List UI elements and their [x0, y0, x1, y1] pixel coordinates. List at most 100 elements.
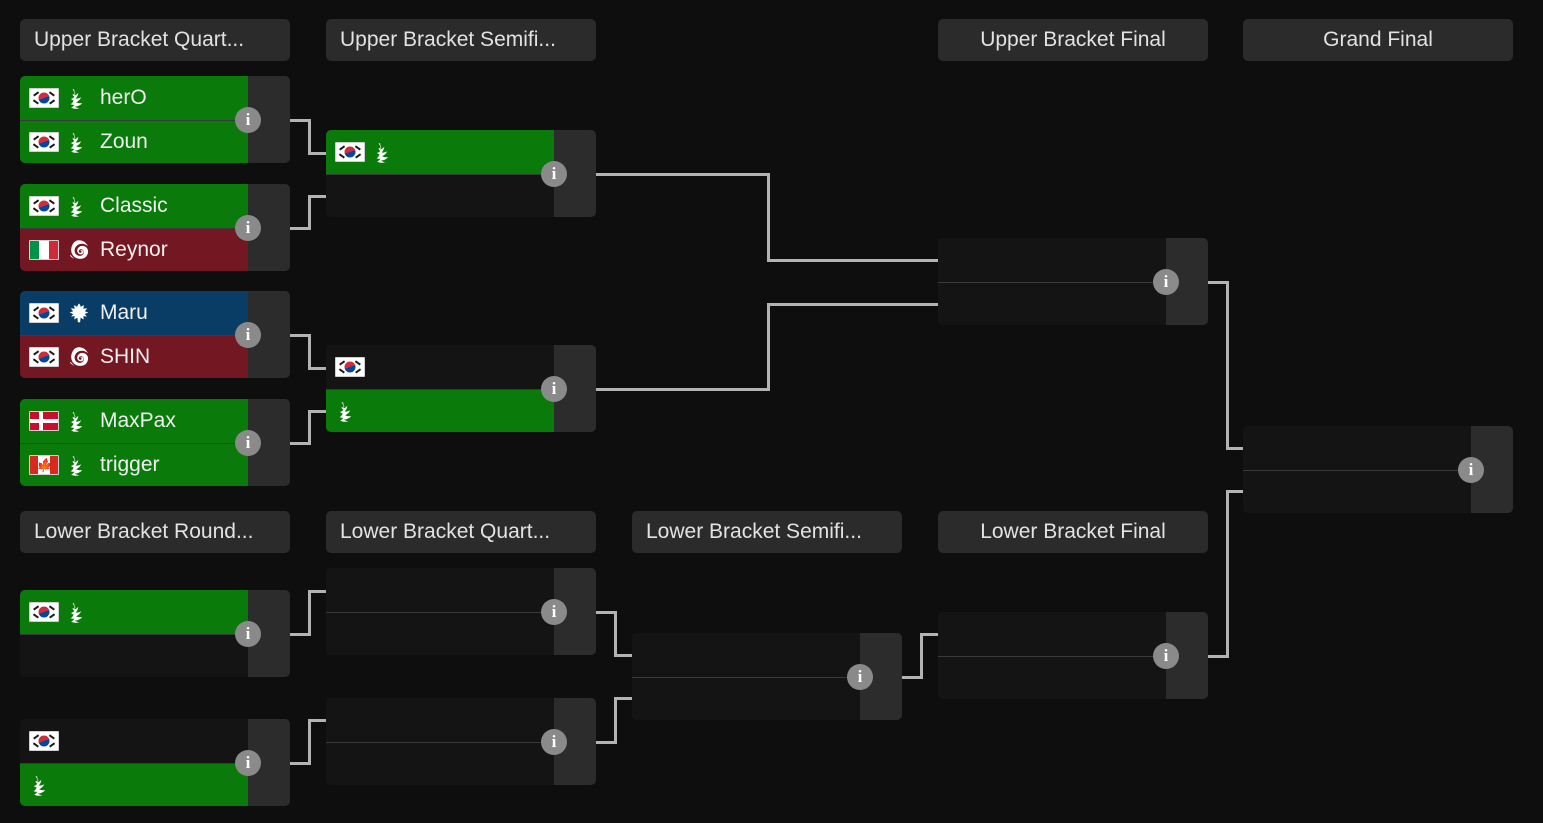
opponent-list: herO Zoun [20, 76, 248, 163]
flag-kr [29, 730, 59, 751]
opponent-row[interactable]: MaxPax [20, 399, 248, 443]
match-info-icon[interactable]: i [235, 429, 261, 456]
race-icon-zerg [66, 344, 92, 370]
connector-line [614, 654, 632, 657]
match-info-icon[interactable]: i [541, 598, 567, 625]
opponent-row[interactable] [1243, 426, 1471, 470]
opponent-row[interactable] [326, 698, 554, 742]
match-card-gf[interactable]: i [1243, 426, 1513, 513]
match-body [1243, 426, 1513, 513]
match-info-icon[interactable]: i [235, 321, 261, 348]
race-icon-terran [66, 300, 92, 326]
opponent-row[interactable] [938, 281, 1166, 325]
opponent-row[interactable]: Maru [20, 291, 248, 335]
match-body [632, 633, 902, 720]
match-info-icon[interactable]: i [235, 214, 261, 241]
opponent-name: Zoun [100, 129, 148, 153]
opponent-row[interactable] [326, 130, 554, 174]
race-icon-protoss [335, 398, 361, 424]
match-card-lbqf2[interactable]: i [326, 698, 596, 785]
match-info-icon[interactable]: i [1153, 642, 1179, 669]
flag-ca: 🍁 [29, 454, 59, 475]
flag-dk [29, 410, 59, 431]
round-header-lb-semifinal: Lower Bracket Semifi... [632, 511, 902, 553]
opponent-list [326, 698, 554, 785]
match-card-lbsf[interactable]: i [632, 633, 902, 720]
match-info-icon[interactable]: i [1458, 456, 1484, 483]
opponent-row[interactable] [326, 568, 554, 612]
match-card-lbr1[interactable]: i [20, 590, 290, 677]
opponent-list [938, 612, 1166, 699]
opponent-list [20, 719, 248, 806]
opponent-row[interactable]: Reynor [20, 227, 248, 271]
opponent-row[interactable]: Zoun [20, 119, 248, 163]
opponent-row[interactable] [20, 719, 248, 763]
connector-line [596, 611, 617, 614]
match-info-icon[interactable]: i [541, 160, 567, 187]
flag-kr [335, 141, 365, 162]
opponent-row[interactable] [326, 345, 554, 389]
connector-line [308, 590, 326, 593]
opponent-row[interactable] [326, 173, 554, 217]
opponent-row[interactable] [20, 590, 248, 634]
opponent-row[interactable] [1243, 469, 1471, 513]
connector-line [596, 388, 770, 391]
flag-kr [29, 601, 59, 622]
match-card-ubsf1[interactable]: i [326, 130, 596, 217]
connector-line [596, 741, 617, 744]
race-icon-protoss [372, 139, 398, 165]
connector-line [308, 410, 326, 413]
flag-kr [29, 131, 59, 152]
opponent-row[interactable]: SHIN [20, 334, 248, 378]
opponent-row[interactable] [20, 762, 248, 806]
opponent-row[interactable] [326, 388, 554, 432]
connector-line [902, 676, 923, 679]
match-info-icon[interactable]: i [541, 375, 567, 402]
race-icon-zerg [66, 237, 92, 263]
match-info-icon[interactable]: i [235, 620, 261, 647]
opponent-name: MaxPax [100, 408, 176, 432]
opponent-name: Maru [100, 300, 148, 324]
opponent-row[interactable] [938, 238, 1166, 282]
match-card-ubsf2[interactable]: i [326, 345, 596, 432]
match-card-ubqf1[interactable]: herO Zoun i [20, 76, 290, 163]
opponent-row[interactable] [632, 633, 860, 677]
connector-line [1226, 447, 1243, 450]
connector-line [290, 119, 311, 122]
flag-kr [335, 356, 365, 377]
opponent-row[interactable]: Classic [20, 184, 248, 228]
match-info-icon[interactable]: i [235, 106, 261, 133]
match-card-lbqf1[interactable]: i [326, 568, 596, 655]
match-info-icon[interactable]: i [847, 663, 873, 690]
connector-line [308, 590, 311, 636]
opponent-row[interactable] [326, 741, 554, 785]
match-card-ubf[interactable]: i [938, 238, 1208, 325]
opponent-list [20, 590, 248, 677]
opponent-row[interactable]: 🍁trigger [20, 442, 248, 486]
opponent-row[interactable] [20, 633, 248, 677]
match-card-lbr2[interactable]: i [20, 719, 290, 806]
race-icon-protoss [66, 599, 92, 625]
opponent-row[interactable] [326, 611, 554, 655]
match-card-lbf[interactable]: i [938, 612, 1208, 699]
race-icon-protoss [66, 408, 92, 434]
opponent-list [1243, 426, 1471, 513]
race-icon-protoss [66, 129, 92, 155]
match-info-icon[interactable]: i [541, 728, 567, 755]
match-info-icon[interactable]: i [235, 749, 261, 776]
opponent-row[interactable] [938, 612, 1166, 656]
connector-line [920, 633, 923, 679]
round-header-ub-final: Upper Bracket Final [938, 19, 1208, 61]
opponent-row[interactable]: herO [20, 76, 248, 120]
match-info-icon[interactable]: i [1153, 268, 1179, 295]
opponent-row[interactable] [632, 676, 860, 720]
connector-line [308, 719, 326, 722]
connector-line [308, 152, 326, 155]
opponent-row[interactable] [938, 655, 1166, 699]
opponent-list [326, 130, 554, 217]
